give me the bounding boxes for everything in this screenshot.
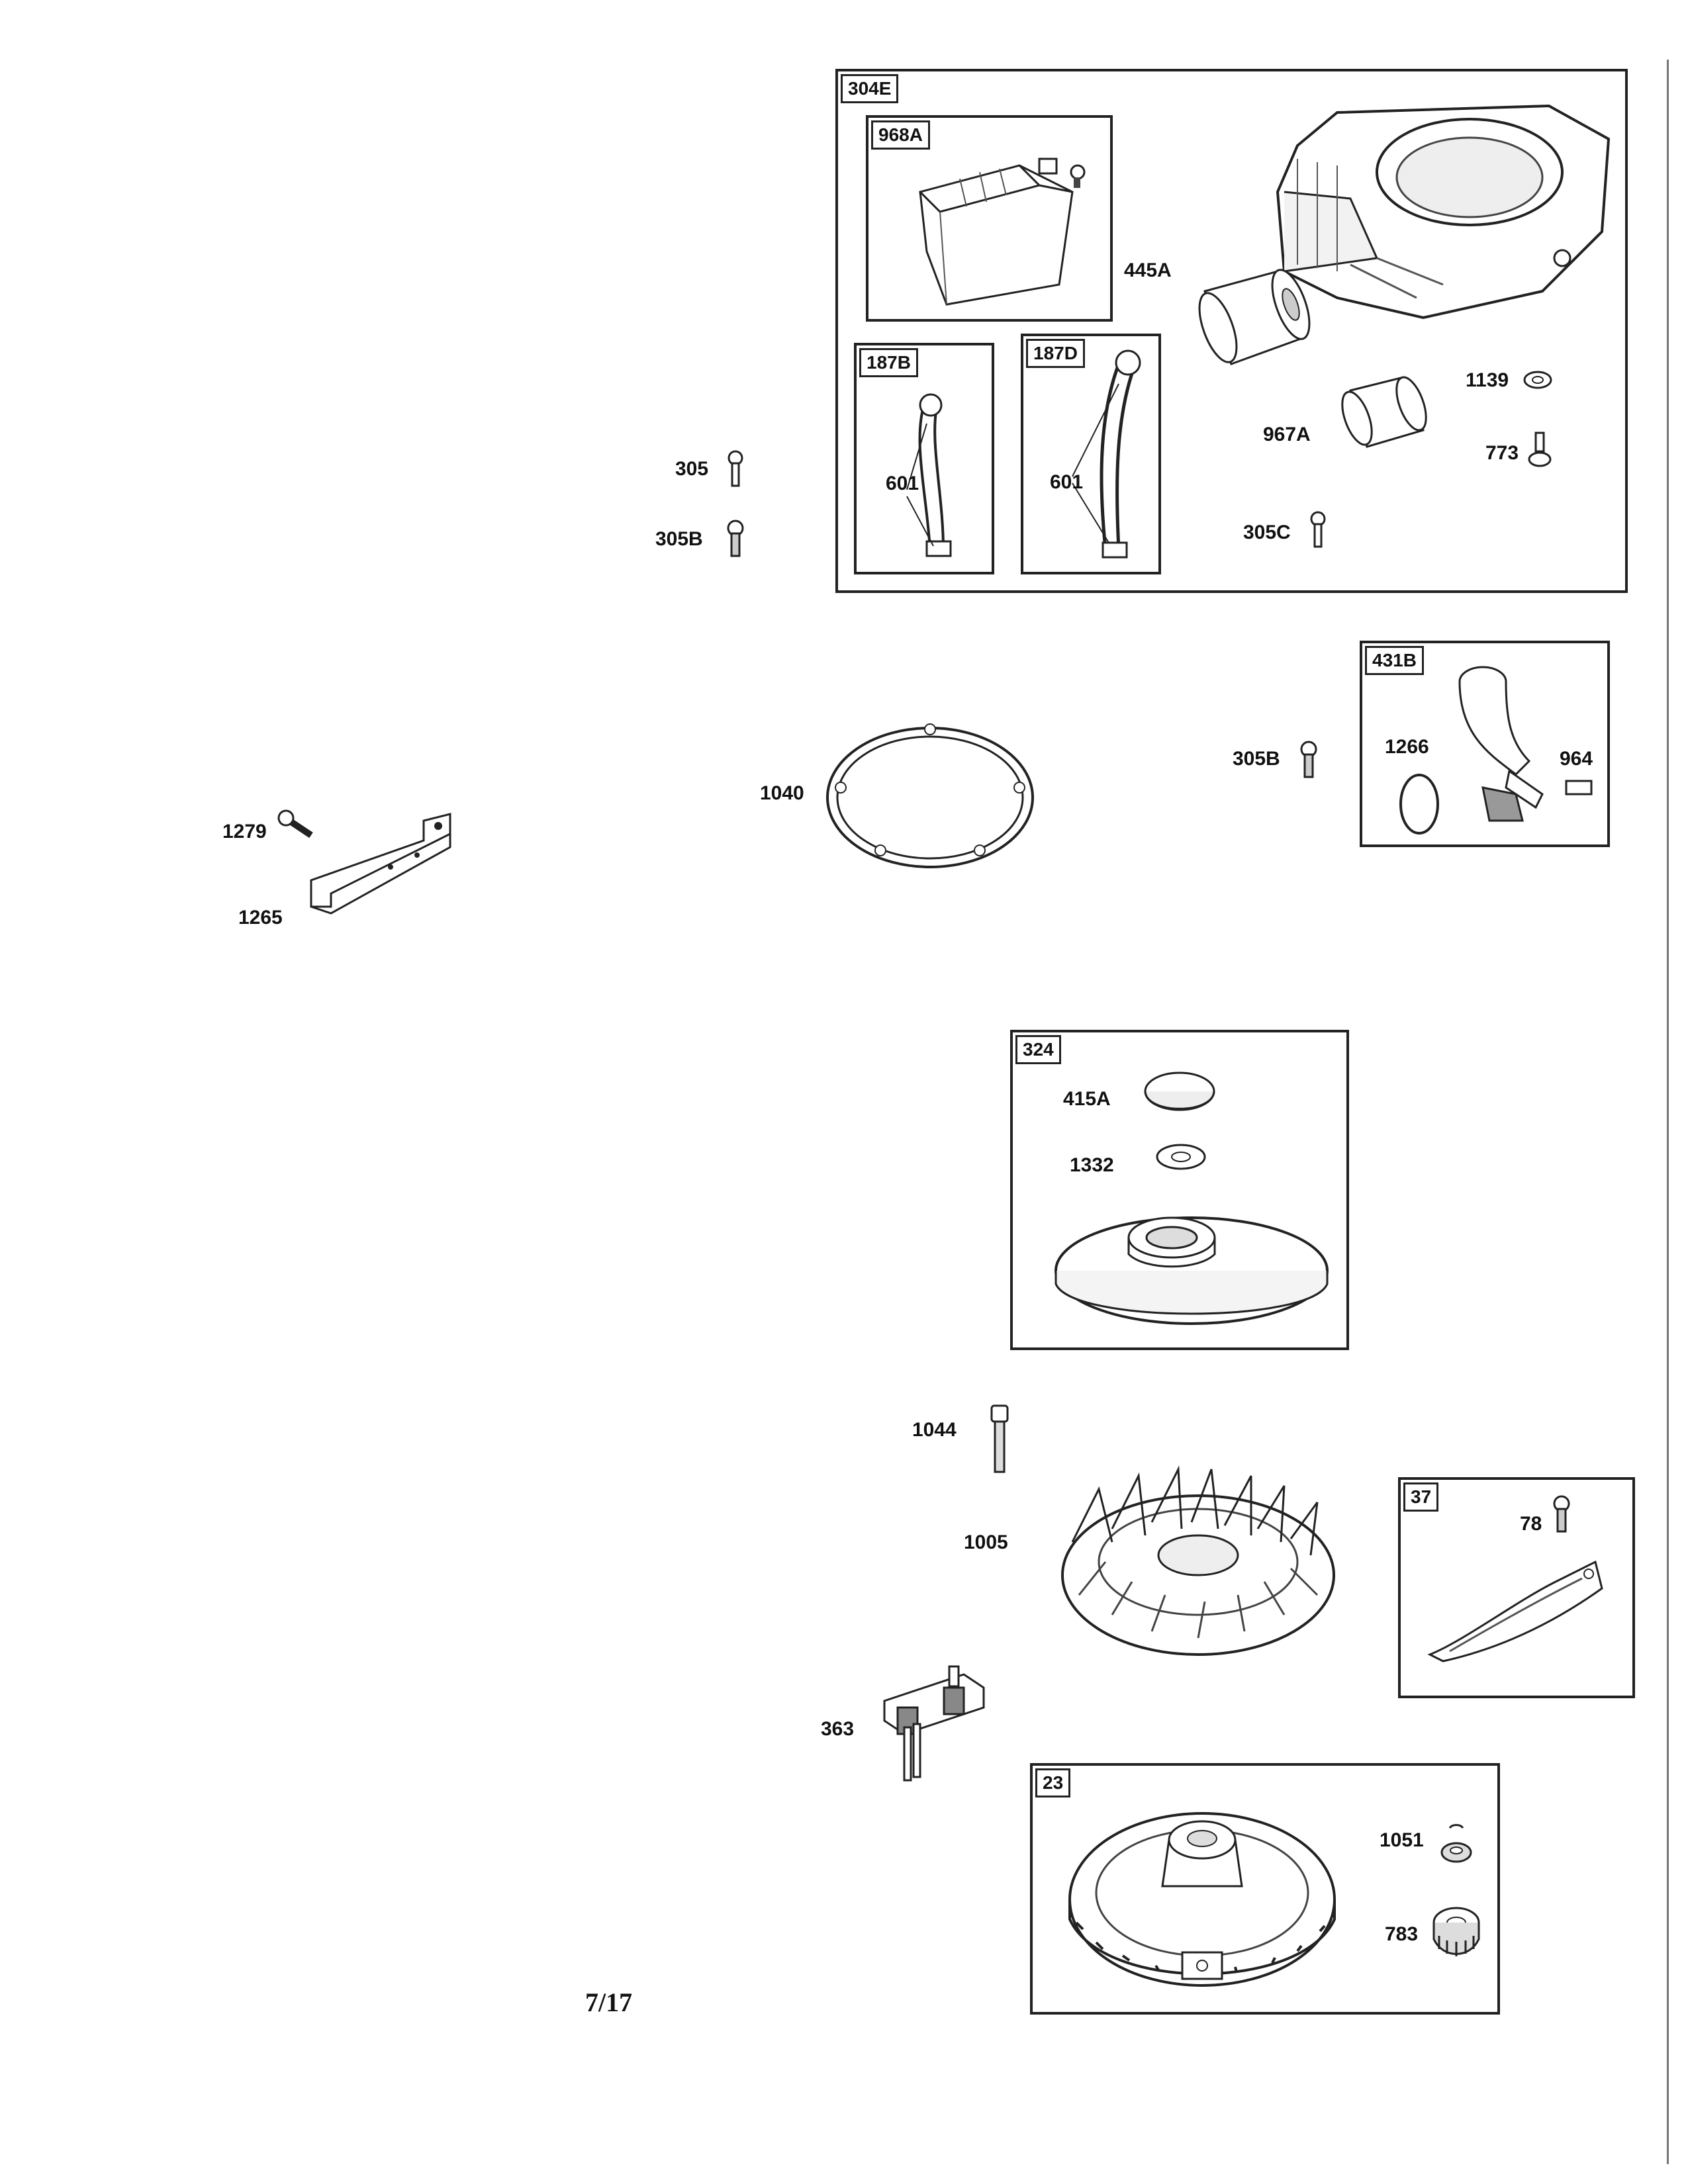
group-431B: 431B: [1360, 641, 1610, 847]
screw-305B-drawing: [726, 520, 745, 560]
pre-cleaner-967A-drawing: [1337, 371, 1430, 457]
group-187B-tag: 187B: [859, 348, 918, 377]
flywheel-fan-drawing: [1053, 1463, 1344, 1668]
air-filter-cartridge-445A-drawing: [1192, 265, 1311, 371]
screw-305C-drawing: [1308, 511, 1328, 551]
group-431B-tag: 431B: [1365, 646, 1424, 675]
part-445A-label: 445A: [1124, 259, 1172, 281]
part-1265-label: 1265: [238, 907, 283, 929]
nut-1051-drawing: [1436, 1823, 1476, 1869]
o-ring-1266-drawing: [1393, 768, 1446, 841]
part-967A-label: 967A: [1263, 424, 1311, 445]
air-filter-cover-drawing: [907, 152, 1099, 311]
ignition-armature-363-drawing: [871, 1661, 990, 1787]
air-guide-drawing: [1423, 1549, 1609, 1668]
group-304E-tag: 304E: [841, 74, 899, 103]
part-1279-label: 1279: [222, 821, 267, 842]
knob-773-drawing: [1526, 430, 1553, 470]
part-783-label: 783: [1385, 1923, 1419, 1945]
part-305B-second-label: 305B: [1233, 748, 1280, 770]
breather-tube-187B-drawing: [907, 390, 973, 563]
part-1139-label: 1139: [1466, 369, 1509, 391]
part-601-left-label: 601: [886, 473, 919, 494]
washer-1332-drawing: [1154, 1142, 1207, 1171]
part-601-right-label: 601: [1050, 471, 1084, 493]
part-1005-label: 1005: [964, 1531, 1008, 1553]
group-968A-tag: 968A: [871, 120, 930, 150]
flywheel-drawing: [1063, 1787, 1341, 1999]
bolt-1044-drawing: [986, 1403, 1013, 1476]
part-1044-label: 1044: [912, 1419, 957, 1441]
group-37: 37: [1398, 1477, 1635, 1698]
part-305-label: 305: [675, 458, 709, 480]
screw-305-drawing: [726, 450, 745, 490]
page-edge-rule: [1667, 60, 1669, 2164]
gasket-1040-drawing: [821, 721, 1039, 874]
blower-housing-drawing: [1258, 99, 1615, 338]
fan-screen-drawing: [1046, 1191, 1337, 1337]
part-1051-label: 1051: [1380, 1829, 1424, 1851]
part-305B-label: 305B: [655, 528, 703, 550]
group-324-tag: 324: [1015, 1035, 1061, 1064]
screw-78-drawing: [1552, 1496, 1571, 1535]
part-1266-label: 1266: [1385, 736, 1429, 758]
cap-415A-drawing: [1140, 1068, 1219, 1128]
group-187B: 187B: [854, 343, 994, 574]
screw-305B-second-drawing: [1299, 741, 1319, 781]
screw-1279-drawing: [277, 807, 316, 841]
group-23: 23: [1030, 1763, 1500, 2015]
breather-tube-187D-drawing: [1072, 351, 1152, 563]
bracket-1265-drawing: [291, 807, 463, 933]
part-78-label: 78: [1520, 1513, 1542, 1535]
group-187D: 187D: [1021, 334, 1161, 574]
part-964-label: 964: [1560, 748, 1593, 770]
part-415A-label: 415A: [1063, 1088, 1111, 1110]
part-1332-label: 1332: [1070, 1154, 1114, 1176]
group-304E: 304E: [835, 69, 1628, 593]
group-23-tag: 23: [1035, 1768, 1071, 1797]
washer-1139-drawing: [1521, 368, 1554, 392]
group-324: 324: [1010, 1030, 1349, 1350]
page-number: 7/17: [585, 1987, 633, 2017]
starter-cup-783-drawing: [1430, 1899, 1483, 1956]
group-37-tag: 37: [1403, 1482, 1439, 1512]
group-187D-tag: 187D: [1026, 339, 1085, 368]
part-773-label: 773: [1485, 442, 1519, 464]
intake-elbow-drawing: [1443, 655, 1556, 827]
group-968A: 968A: [866, 115, 1113, 322]
part-1040-label: 1040: [760, 782, 804, 804]
gasket-964-drawing: [1564, 778, 1594, 798]
part-305C-label: 305C: [1243, 522, 1291, 543]
part-363-label: 363: [821, 1718, 855, 1740]
